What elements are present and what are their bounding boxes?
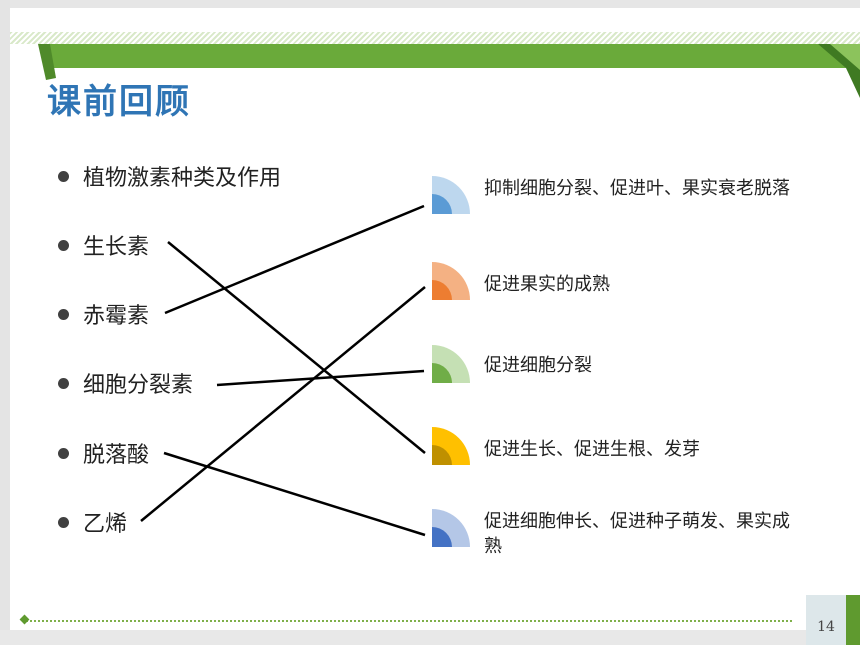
left-item-0: 植物激素种类及作用 [58,160,281,192]
left-item-label: 乙烯 [83,512,128,537]
right-item-label: 促进生长、促进生根、发芽 [484,439,700,460]
left-item-2: 赤霉素 [58,298,149,330]
page-number-accent [846,595,860,645]
quarter-circle-icon [432,262,470,300]
right-item-label: 抑制细胞分裂、促进叶、果实衰老脱落 [484,178,790,199]
left-item-1: 生长素 [58,229,149,261]
quarter-circle-icon [432,176,470,214]
right-item-0: 抑制细胞分裂、促进叶、果实衰老脱落 [432,176,804,214]
window-top-border [0,0,860,8]
header-banner [38,44,860,98]
right-item-label: 促进果实的成熟 [484,274,610,295]
bullet-icon [58,447,69,459]
window-bottom-border [0,630,860,645]
matching-lines [140,204,426,537]
quarter-circle-icon [432,427,470,465]
bullet-icon [58,170,69,182]
left-item-3: 细胞分裂素 [58,367,193,399]
right-item-label: 促进细胞分裂 [484,355,592,376]
connector-line [167,241,426,454]
right-item-2: 促进细胞分裂 [432,345,804,383]
connector-line [164,204,425,315]
page-title: 课前回顾 [47,82,191,122]
connector-line [163,451,426,537]
connector-line [216,369,425,387]
footer-dotted-line [22,620,792,622]
left-item-label: 生长素 [83,235,150,260]
window-left-border [0,0,10,645]
bullet-icon [58,377,69,389]
page-number: 14 [806,595,846,645]
left-item-label: 脱落酸 [83,443,150,468]
bullet-icon [58,516,69,528]
right-item-4: 促进细胞伸长、促进种子萌发、果实成熟 [432,509,804,559]
left-item-4: 脱落酸 [58,437,149,469]
header-stripe [10,32,860,44]
right-item-3: 促进生长、促进生根、发芽 [432,427,804,465]
quarter-circle-icon [432,509,470,547]
left-item-label: 赤霉素 [83,304,150,329]
quarter-circle-icon [432,345,470,383]
left-item-label: 细胞分裂素 [83,373,194,398]
connector-line [140,286,426,522]
right-item-label: 促进细胞伸长、促进种子萌发、果实成熟 [484,511,790,557]
bullet-icon [58,308,69,320]
right-item-1: 促进果实的成熟 [432,262,804,300]
left-item-label: 植物激素种类及作用 [83,166,282,191]
left-item-5: 乙烯 [58,506,127,538]
bullet-icon [58,239,69,251]
